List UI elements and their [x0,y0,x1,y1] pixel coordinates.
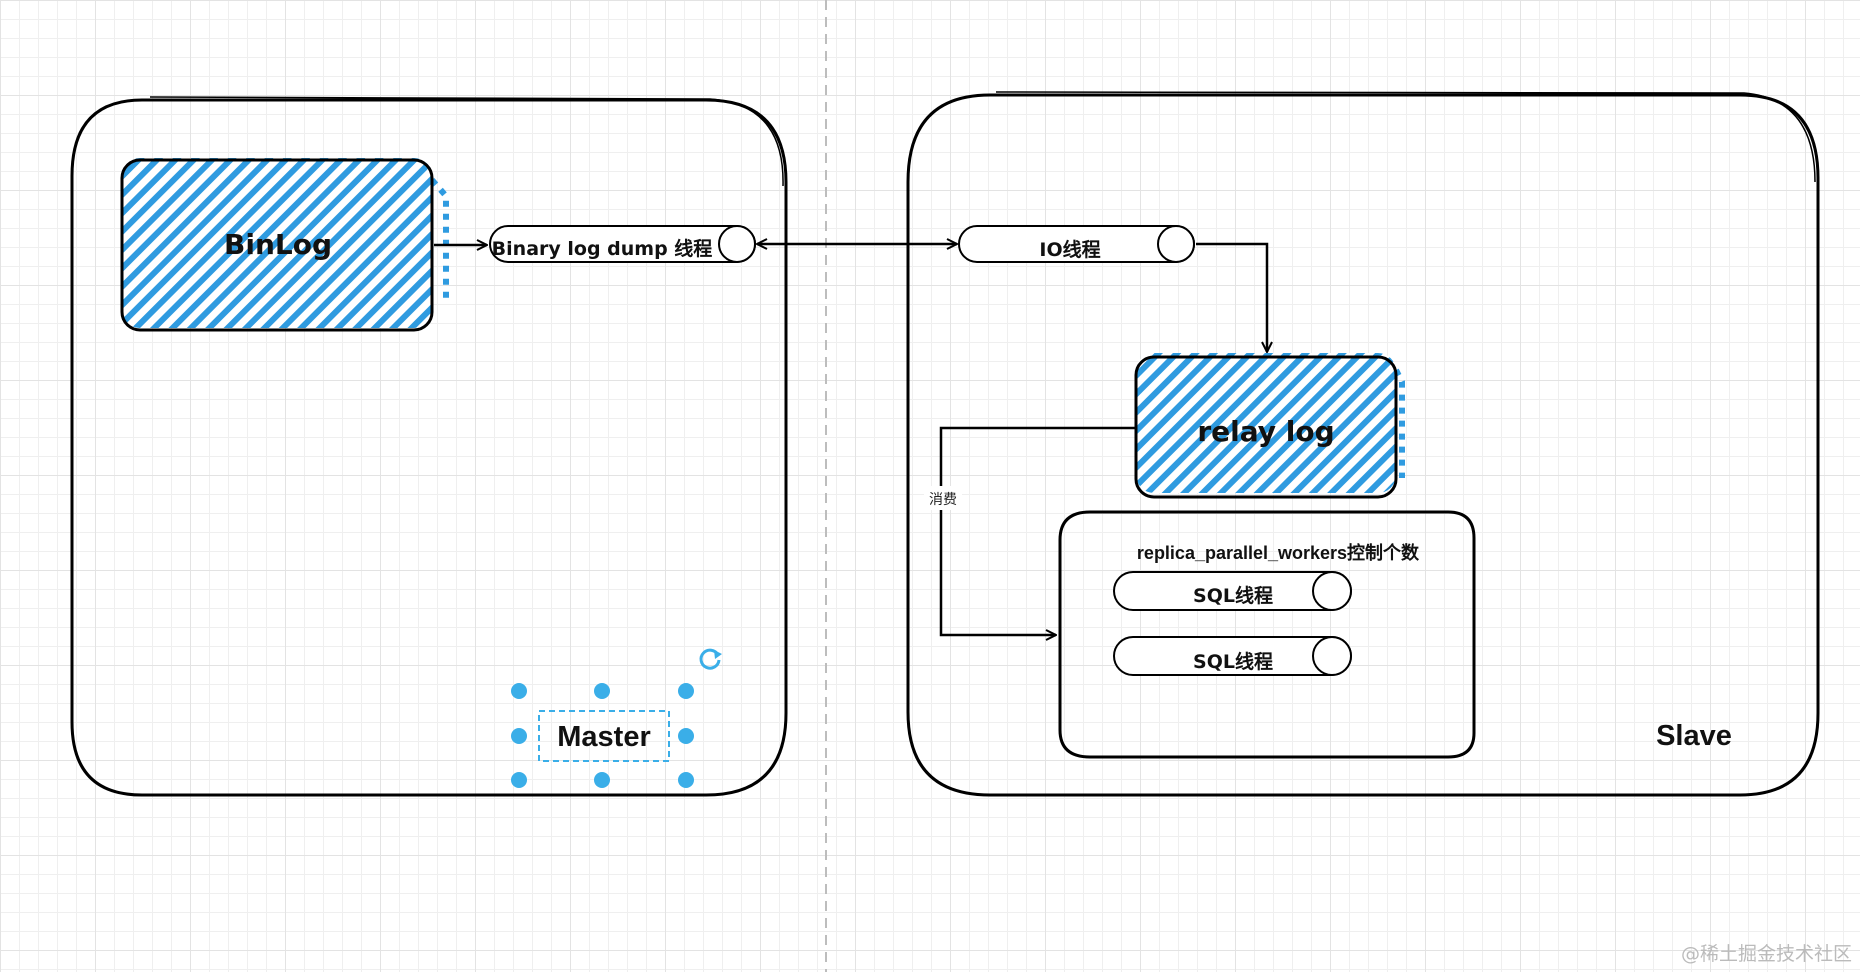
resize-handle[interactable] [594,772,610,788]
io-to-relay-arrow [1196,242,1267,352]
resize-handle[interactable] [511,772,527,788]
sql-thread-cylinder[interactable] [1113,636,1352,676]
io-thread-cylinder[interactable] [958,225,1195,263]
binlog-box[interactable] [120,158,449,332]
resize-handle[interactable] [678,728,694,744]
slave-container[interactable] [906,91,1820,797]
selection-outline [538,710,670,762]
io-thread-label: IO线程 [1039,238,1100,261]
sql-thread-label: SQL线程 [1193,584,1273,607]
binlog-label: BinLog [224,228,332,261]
resize-handle[interactable] [594,683,610,699]
master-label-selection[interactable] [511,648,722,788]
workers-title: replica_parallel_workers控制个数 [1137,542,1420,563]
rotate-icon[interactable] [699,648,722,670]
sql-thread-cylinder[interactable] [1113,571,1352,611]
sql-thread-label: SQL线程 [1193,650,1273,673]
workers-box[interactable] [1058,510,1476,759]
dump-thread-label: Binary log dump 线程 [492,237,713,260]
master-label: Master [557,721,651,753]
consume-label: 消费 [929,492,957,508]
relay-log-label: relay log [1197,415,1334,448]
dump-thread-cylinder[interactable] [489,225,756,263]
slave-label: Slave [1656,720,1732,752]
resize-handle[interactable] [678,772,694,788]
watermark: @稀土掘金技术社区 [1681,943,1852,965]
consume-arrow [939,426,1136,635]
consume-label-bg [924,486,962,510]
resize-handle[interactable] [511,683,527,699]
resize-handle[interactable] [678,683,694,699]
resize-handle[interactable] [511,728,527,744]
master-container[interactable] [70,96,788,797]
